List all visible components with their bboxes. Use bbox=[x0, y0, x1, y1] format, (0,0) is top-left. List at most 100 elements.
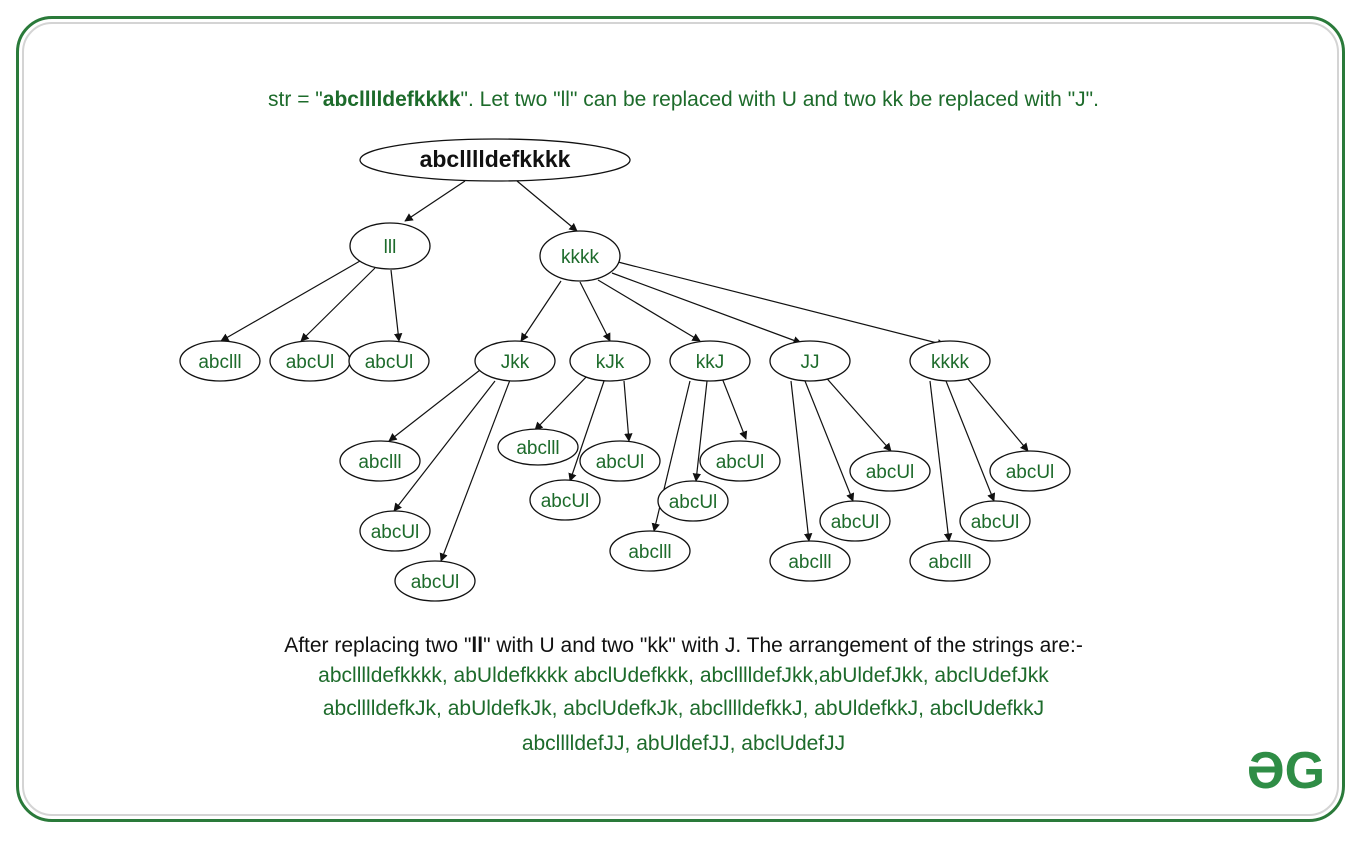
node-ellipse bbox=[474, 340, 556, 382]
tree-edge-3 bbox=[220, 260, 361, 342]
node-ellipse bbox=[179, 340, 261, 382]
tree-edge-6 bbox=[520, 280, 562, 342]
tree-node-kkj-c: abcUl bbox=[699, 440, 781, 482]
result-header: After replacing two "ll" with U and two … bbox=[0, 634, 1367, 658]
node-ellipse bbox=[359, 138, 631, 182]
node-label: JJ bbox=[801, 352, 820, 373]
tree-node-l3: abcUl bbox=[348, 340, 430, 382]
node-ellipse bbox=[669, 340, 751, 382]
node-ellipse bbox=[579, 440, 661, 482]
result-line-2: abclllldefkJk, abUldefkJk, abclUdefkJk, … bbox=[322, 697, 1045, 720]
tree-edge-15 bbox=[568, 380, 605, 482]
node-ellipse bbox=[849, 450, 931, 492]
gfg-logo-text: ƏG bbox=[1247, 744, 1325, 796]
node-label: abcUl bbox=[669, 492, 718, 513]
node-ellipse bbox=[529, 479, 601, 521]
node-ellipse bbox=[657, 480, 729, 522]
tree-node-l2: abcUl bbox=[269, 340, 351, 382]
node-ellipse bbox=[909, 340, 991, 382]
node-label: abcUl bbox=[411, 572, 460, 593]
tree-node-jkk-a: abclll bbox=[339, 440, 421, 482]
node-label: kkkk bbox=[561, 247, 600, 268]
node-label: abcUl bbox=[1006, 462, 1055, 483]
tree-node-k2-a: abclll bbox=[909, 540, 991, 582]
tree-edge-21 bbox=[804, 380, 855, 502]
node-ellipse bbox=[989, 450, 1071, 492]
tree-root-node: abclllldefkkkk bbox=[359, 138, 631, 182]
node-label: abcUl bbox=[831, 512, 880, 533]
tree-edge-10 bbox=[617, 261, 946, 348]
tree-node-kkkk2: kkkk bbox=[909, 340, 991, 382]
node-ellipse bbox=[609, 530, 691, 572]
intro-word: abclllldefkkkk bbox=[322, 88, 461, 111]
tree-edges bbox=[220, 180, 1029, 562]
intro-suffix: ". Let two "ll" can be replaced with U a… bbox=[460, 88, 1099, 111]
tree-node-kjk-c: abcUl bbox=[579, 440, 661, 482]
tree-edge-16 bbox=[623, 380, 633, 442]
tree-edge-14 bbox=[534, 372, 591, 431]
node-label: kJk bbox=[596, 352, 625, 373]
tree-node-jkk: Jkk bbox=[474, 340, 556, 382]
result-header-bold: ll bbox=[471, 634, 484, 657]
node-ellipse bbox=[359, 510, 431, 552]
node-ellipse bbox=[394, 560, 476, 602]
tree-edge-11 bbox=[388, 369, 481, 442]
node-label: abclll bbox=[516, 438, 559, 459]
node-ellipse bbox=[959, 500, 1031, 542]
result-header-suffix: " with U and two "kk" with J. The arrang… bbox=[483, 634, 1083, 657]
tree-node-kkj: kkJ bbox=[669, 340, 751, 382]
tree-edge-1 bbox=[404, 180, 466, 222]
tree-node-jj-a: abclll bbox=[769, 540, 851, 582]
result-line-1: abclllldefkkkk, abUldefkkkk abclUdefkkk,… bbox=[318, 664, 1049, 687]
tree-edge-25 bbox=[962, 372, 1029, 452]
tree-node-kjk-a: abclll bbox=[497, 428, 579, 466]
tree-edge-12 bbox=[393, 380, 496, 512]
tree-edge-19 bbox=[721, 377, 748, 440]
node-label: abclll bbox=[928, 552, 971, 573]
tree-node-l1: abclll bbox=[179, 340, 261, 382]
node-ellipse bbox=[339, 440, 421, 482]
tree-node-jj: JJ bbox=[769, 340, 851, 382]
node-label: abcUl bbox=[286, 352, 335, 373]
intro-text: str = "abclllldefkkkk". Let two "ll" can… bbox=[0, 88, 1367, 112]
node-label: abcUl bbox=[596, 452, 645, 473]
node-ellipse bbox=[769, 340, 851, 382]
tree-node-kkkk: kkkk bbox=[539, 230, 621, 282]
node-ellipse bbox=[569, 340, 651, 382]
node-label: abcUl bbox=[365, 352, 414, 373]
tree-edge-5 bbox=[390, 269, 403, 342]
node-label: kkJ bbox=[696, 352, 725, 373]
node-label: abclll bbox=[198, 352, 241, 373]
node-label: abcUl bbox=[866, 462, 915, 483]
tree-node-kkj-a: abclll bbox=[609, 530, 691, 572]
tree-edge-20 bbox=[790, 380, 813, 542]
node-ellipse bbox=[539, 230, 621, 282]
tree-node-jj-b: abcUl bbox=[819, 500, 891, 542]
tree-node-kkj-b: abcUl bbox=[657, 480, 729, 522]
gfg-logo: ƏG bbox=[1247, 744, 1325, 796]
tree-edge-23 bbox=[929, 380, 953, 542]
node-label: abcUl bbox=[541, 491, 590, 512]
node-ellipse bbox=[349, 222, 431, 270]
node-label: lll bbox=[384, 237, 397, 258]
result-header-prefix: After replacing two " bbox=[284, 634, 472, 657]
tree-edge-7 bbox=[579, 281, 611, 342]
node-ellipse bbox=[769, 540, 851, 582]
node-label: abclllldefkkkk bbox=[420, 146, 571, 172]
node-ellipse bbox=[348, 340, 430, 382]
tree-edge-24 bbox=[945, 380, 996, 502]
tree-node-jkk-c: abcUl bbox=[394, 560, 476, 602]
node-label: abclll bbox=[788, 552, 831, 573]
tree-edge-18 bbox=[692, 380, 708, 482]
intro-prefix: str = " bbox=[268, 88, 323, 111]
tree-edge-2 bbox=[516, 180, 578, 232]
tree-edge-9 bbox=[611, 272, 802, 345]
tree-node-jj-c: abcUl bbox=[849, 450, 931, 492]
node-ellipse bbox=[909, 540, 991, 582]
node-label: Jkk bbox=[501, 352, 530, 373]
node-label: abcUl bbox=[971, 512, 1020, 533]
node-ellipse bbox=[497, 428, 579, 466]
tree-node-lll: lll bbox=[349, 222, 431, 270]
